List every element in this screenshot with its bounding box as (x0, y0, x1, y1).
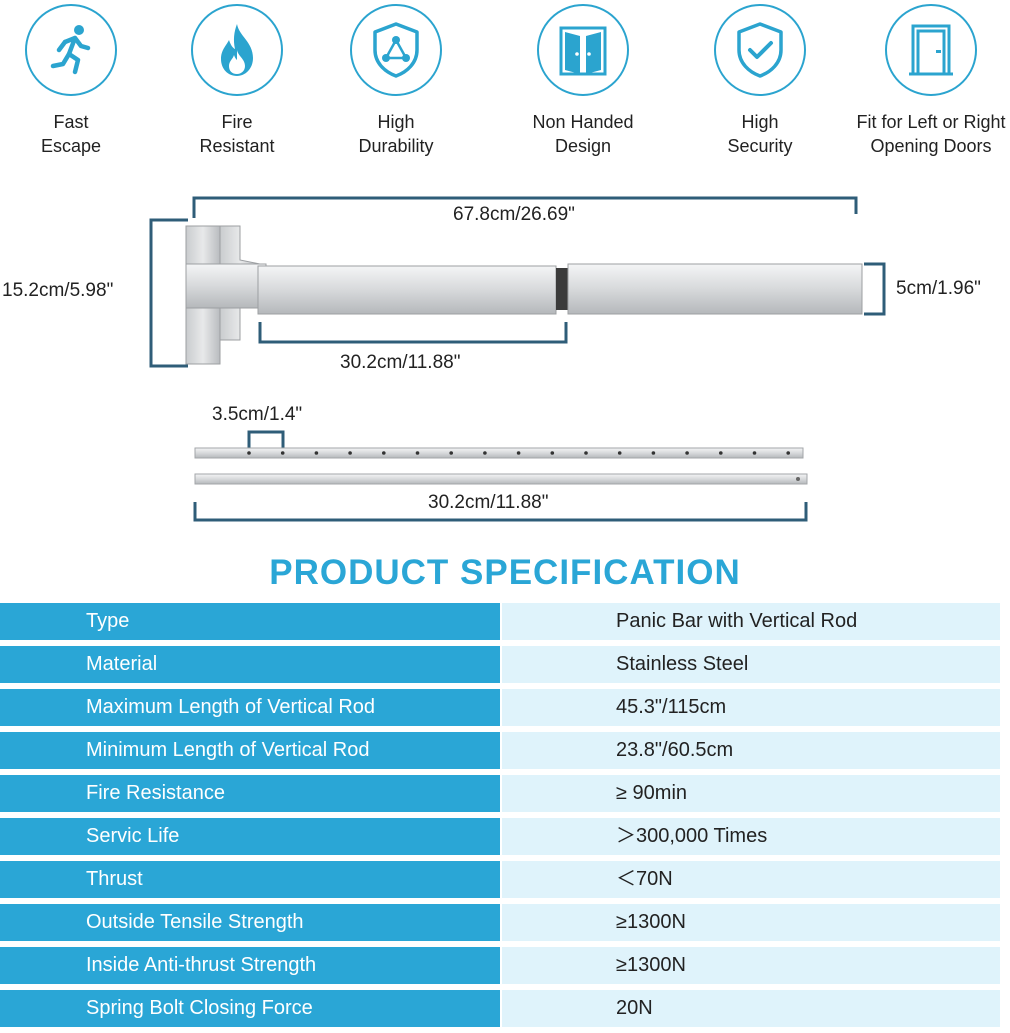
feature-circle (537, 4, 629, 96)
running-person-icon (50, 25, 91, 75)
feature-icons-row: Fast Escape Fire Resistant High Durabili… (0, 0, 1010, 170)
vertical-rod-upper (194, 447, 804, 459)
feature-circle (25, 4, 117, 96)
vertical-rod-lower (194, 473, 808, 485)
rod-hole (651, 451, 656, 455)
rod-hole (550, 451, 555, 455)
spec-key: Servic Life (0, 818, 500, 855)
spec-value: Stainless Steel (502, 646, 1000, 683)
rod-hole (247, 451, 251, 455)
dimension-line-bar-height (864, 262, 886, 316)
spec-value: ≥ 90min (502, 775, 1000, 812)
rod-hole (314, 451, 319, 455)
spec-key: Material (0, 646, 500, 683)
dimension-line-height (149, 218, 188, 368)
dim-push-length: 30.2cm/11.88" (340, 352, 461, 373)
feature-label: High Security (727, 112, 793, 156)
dim-height: 15.2cm/5.98" (2, 280, 114, 301)
dimension-line-push-length (258, 322, 568, 344)
feature-fire-resistant: Fire Resistant (147, 4, 327, 158)
feature-label: Fire Resistant (199, 112, 275, 156)
rod-hole (516, 451, 521, 455)
spec-value: ≥1300N (502, 904, 1000, 941)
spec-value: 20N (502, 990, 1000, 1027)
product-dimension-drawing: 67.8cm/26.69" 15.2cm/5.98" 5cm/1.96" 30.… (0, 180, 1010, 540)
spec-key: Type (0, 603, 500, 640)
rod-hole (415, 451, 420, 455)
door-icon (909, 24, 953, 76)
spec-key: Inside Anti-thrust Strength (0, 947, 500, 984)
spec-key: Outside Tensile Strength (0, 904, 500, 941)
rod-hole (786, 451, 790, 455)
spec-value: ＞300,000 Times (502, 818, 1000, 855)
rod-hole (719, 451, 723, 455)
rod-holes (247, 451, 790, 455)
feature-circle (191, 4, 283, 96)
feature-left-right-doors: Fit for Left or Right Opening Doors (836, 4, 1010, 158)
rod-hole (449, 451, 454, 455)
feature-circle (714, 4, 806, 96)
dimension-line-rod-length (193, 502, 808, 522)
spec-key: Minimum Length of Vertical Rod (0, 732, 500, 769)
rod-hole (617, 451, 622, 455)
feature-label: Non Handed Design (532, 112, 634, 156)
spec-row: Thrust＜70N (0, 861, 1000, 898)
spec-key: Thrust (0, 861, 500, 898)
shield-network-icon (373, 22, 419, 78)
feature-high-security: High Security (670, 4, 850, 158)
spec-value: ≥1300N (502, 947, 1000, 984)
spec-row: Servic Life＞300,000 Times (0, 818, 1000, 855)
feature-circle (350, 4, 442, 96)
feature-circle (885, 4, 977, 96)
rod-hole (382, 451, 386, 455)
spec-row: Inside Anti-thrust Strength≥1300N (0, 947, 1000, 984)
rod-hole (685, 451, 689, 455)
spec-row: Outside Tensile Strength≥1300N (0, 904, 1000, 941)
spec-key: Fire Resistance (0, 775, 500, 812)
feature-label: Fast Escape (40, 112, 102, 156)
dim-bar-height: 5cm/1.96" (896, 278, 981, 299)
rod-hole (348, 451, 352, 455)
bar-joint (556, 268, 570, 310)
dimension-line-total-length (192, 196, 858, 218)
flame-icon (221, 24, 253, 76)
rod-hole (483, 451, 487, 455)
rod-hole (280, 451, 285, 455)
feature-label: Fit for Left or Right Opening Doors (856, 112, 1006, 156)
spec-value: Panic Bar with Vertical Rod (502, 603, 1000, 640)
bar-housing (567, 263, 863, 315)
double-door-icon (559, 26, 607, 76)
spec-value: ＜70N (502, 861, 1000, 898)
feature-label: High Durability (358, 112, 434, 156)
dim-hole-spacing: 3.5cm/1.4" (212, 404, 303, 425)
panic-bar-illustration (149, 196, 886, 522)
dimension-line-hole-spacing (247, 430, 285, 448)
push-pad (257, 265, 557, 315)
spec-row: Fire Resistance≥ 90min (0, 775, 1000, 812)
shield-check-icon (737, 22, 783, 78)
dim-rod-length: 30.2cm/11.88" (428, 492, 549, 513)
feature-fast-escape: Fast Escape (0, 4, 161, 158)
spec-key: Maximum Length of Vertical Rod (0, 689, 500, 726)
rod-hole (584, 451, 588, 455)
feature-high-durability: High Durability (306, 4, 486, 158)
spec-title: PRODUCT SPECIFICATION (269, 553, 741, 592)
spec-value: 45.3"/115cm (502, 689, 1000, 726)
dim-total-length: 67.8cm/26.69" (453, 204, 575, 225)
rod-hole (752, 451, 757, 455)
end-cap-block (185, 263, 267, 309)
spec-key: Spring Bolt Closing Force (0, 990, 500, 1027)
feature-non-handed: Non Handed Design (493, 4, 673, 158)
spec-value: 23.8"/60.5cm (502, 732, 1000, 769)
